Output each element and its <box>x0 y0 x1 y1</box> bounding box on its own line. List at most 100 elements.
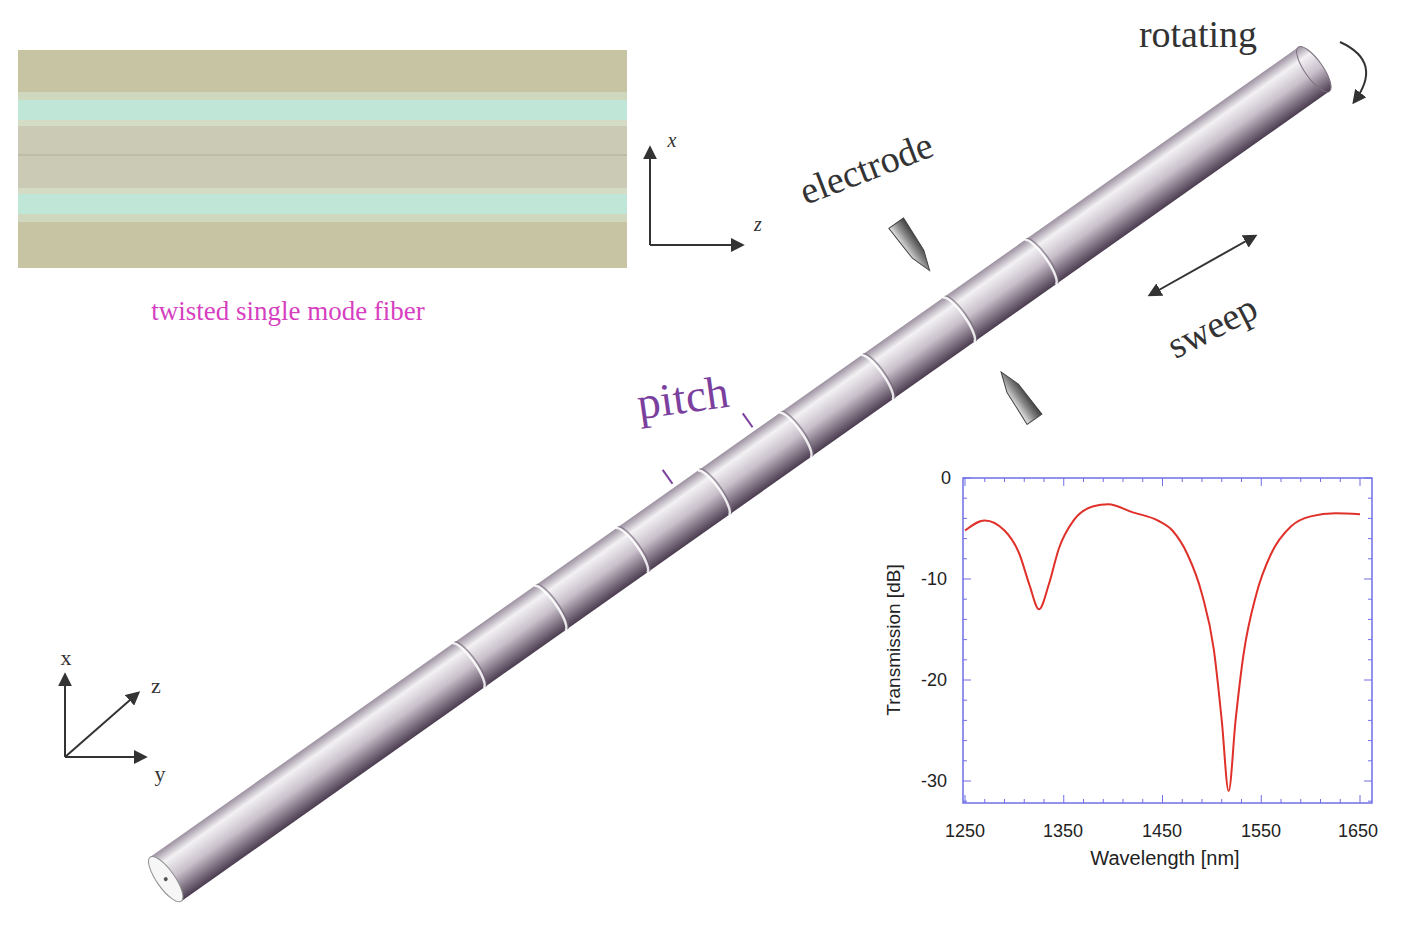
tick-label: 1450 <box>1142 822 1182 840</box>
y-tick <box>1364 478 1372 479</box>
y-tick <box>1368 801 1372 802</box>
x-tick <box>1024 799 1025 803</box>
x-tick <box>1004 799 1005 803</box>
x-tick <box>1103 799 1104 803</box>
y-tick <box>963 659 967 660</box>
tick-label: 1650 <box>1338 822 1378 840</box>
fiber <box>92 0 1393 928</box>
axis-name: x <box>61 647 72 669</box>
x-tick <box>1221 478 1222 482</box>
x-tick <box>1063 795 1064 803</box>
x-tick <box>1162 795 1163 803</box>
x-tick <box>1360 478 1361 486</box>
x-tick <box>1241 478 1242 482</box>
x-tick <box>1063 478 1064 486</box>
dimension-label: pitch <box>634 369 731 427</box>
electrode-tip <box>994 367 1042 425</box>
x-tick <box>1300 799 1301 803</box>
axis-name: y <box>155 763 166 785</box>
tick-label: 1350 <box>1043 822 1083 840</box>
x-tick <box>1261 478 1262 486</box>
sweep-arrow <box>1150 236 1255 295</box>
x-tick <box>1024 478 1025 482</box>
x-tick <box>1241 799 1242 803</box>
y-tick <box>1364 680 1372 681</box>
x-tick <box>1340 799 1341 803</box>
x-tick <box>1044 799 1045 803</box>
tick-label: -10 <box>921 570 947 588</box>
y-tick <box>963 579 971 580</box>
x-tick <box>1142 799 1143 803</box>
y-tick <box>1368 538 1372 539</box>
y-tick <box>963 498 967 499</box>
transmission-curve <box>965 504 1360 791</box>
y-tick <box>963 478 971 479</box>
y-tick <box>1368 619 1372 620</box>
axis-name: z <box>754 214 762 234</box>
y-tick <box>963 740 967 741</box>
electrode-tip <box>889 218 937 276</box>
x-tick <box>1320 478 1321 482</box>
x-tick <box>984 478 985 482</box>
x-tick <box>1044 478 1045 482</box>
y-tick <box>963 680 971 681</box>
x-tick <box>1281 799 1282 803</box>
x-tick <box>1123 478 1124 482</box>
x-tick <box>1340 478 1341 482</box>
y-tick <box>963 720 967 721</box>
plot-frame <box>963 478 1372 803</box>
x-tick <box>1182 478 1183 482</box>
y-tick <box>963 599 967 600</box>
rotation-arrow <box>1340 42 1366 102</box>
y-tick <box>963 801 967 802</box>
y-tick <box>1368 498 1372 499</box>
x-tick <box>1162 478 1163 486</box>
pitch-tick <box>743 413 753 427</box>
axis-title: Transmission [dB] <box>884 564 903 715</box>
part-label: sweep <box>1161 288 1263 365</box>
y-tick <box>963 639 967 640</box>
axis-title: Wavelength [nm] <box>1090 848 1239 868</box>
y-tick <box>963 558 967 559</box>
y-tick <box>963 518 967 519</box>
x-tick <box>965 795 966 803</box>
x-tick <box>1142 478 1143 482</box>
x-tick <box>1182 799 1183 803</box>
xyz-axes <box>65 675 145 757</box>
x-tick <box>1360 795 1361 803</box>
tick-label: 1250 <box>945 822 985 840</box>
x-tick <box>1123 799 1124 803</box>
groove <box>453 640 490 688</box>
y-tick <box>1368 700 1372 701</box>
tick-label: 1550 <box>1241 822 1281 840</box>
y-tick <box>1368 760 1372 761</box>
x-tick <box>1221 799 1222 803</box>
part-label: rotating <box>1139 15 1257 53</box>
x-tick <box>1202 799 1203 803</box>
y-tick <box>963 538 967 539</box>
y-tick <box>1364 579 1372 580</box>
tick-label: -30 <box>921 772 947 790</box>
x-tick <box>984 799 985 803</box>
y-tick <box>1368 639 1372 640</box>
groove <box>861 352 898 400</box>
x-tick <box>1320 799 1321 803</box>
y-tick <box>1368 518 1372 519</box>
y-tick <box>1368 659 1372 660</box>
groove <box>943 294 980 342</box>
fiber-photo <box>18 50 627 268</box>
y-tick <box>963 781 971 782</box>
y-tick <box>963 760 967 761</box>
y-tick <box>963 619 967 620</box>
pitch-tick <box>663 470 673 484</box>
x-tick <box>1300 478 1301 482</box>
groove <box>1025 236 1062 284</box>
photo-caption: twisted single mode fiber <box>151 298 425 325</box>
y-tick <box>1364 781 1372 782</box>
groove <box>698 467 735 515</box>
x-tick <box>1261 795 1262 803</box>
groove <box>779 409 816 457</box>
